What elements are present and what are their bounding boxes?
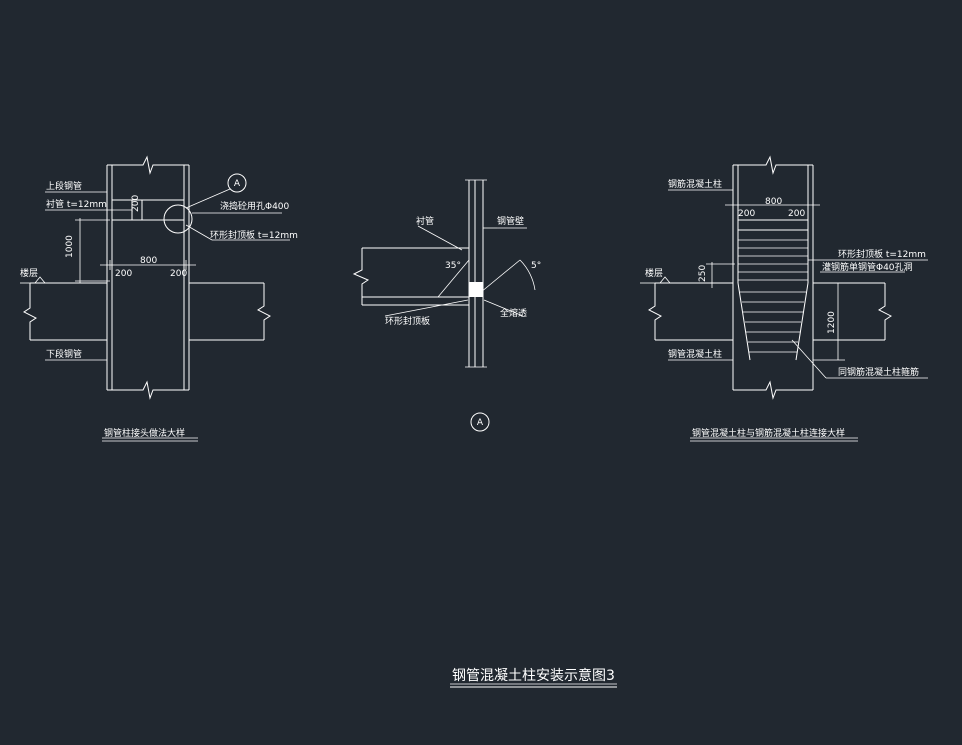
- label-floor-2: 楼层: [645, 267, 663, 279]
- detail-column-joint: 上段钢管 衬管 t=12mm 浇捣砼用孔Φ400 环形封顶板 t=12mm 楼层…: [20, 155, 298, 442]
- label-ring-plate-a: 环形封顶板: [385, 315, 430, 327]
- dim-800: 800: [140, 256, 157, 266]
- label-liner-pipe: 衬管 t=12mm: [46, 198, 107, 210]
- label-floor: 楼层: [20, 267, 38, 279]
- marker-a-callout: A: [234, 179, 241, 189]
- label-liner: 衬管: [416, 215, 434, 227]
- stirrup-set: [738, 239, 808, 353]
- label-rc-column: 钢筋混凝土柱: [668, 178, 722, 190]
- drawing-title: 钢管混凝土柱安装示意图3: [452, 667, 615, 684]
- detail-a-weld: 衬管 钢管壁 环形封顶板 全熔透 35° 5° A: [352, 179, 541, 432]
- dim-1200: 1200: [827, 311, 837, 334]
- label-pour-hole: 浇捣砼用孔Φ400: [220, 200, 290, 212]
- dim-250: 250: [698, 265, 708, 282]
- dim-200-right: 200: [170, 269, 187, 279]
- label-upper-pipe: 上段钢管: [46, 180, 82, 192]
- dim-800-2: 800: [765, 197, 782, 207]
- caption-column-joint: 钢管柱接头做法大样: [104, 427, 185, 439]
- label-ring-plate-2: 环形封顶板 t=12mm: [838, 248, 926, 260]
- label-grout-hole: 灌钢筋单钢管Φ40孔洞: [822, 261, 913, 273]
- label-ring-plate: 环形封顶板 t=12mm: [210, 229, 298, 241]
- dim-200-top: 200: [131, 195, 141, 212]
- caption-cft-rc-connection: 钢管混凝土柱与钢筋混凝土柱连接大样: [692, 427, 845, 439]
- dim-200-right-2: 200: [788, 209, 805, 219]
- label-steel-pipe: 钢管壁: [497, 215, 524, 227]
- detail-cft-rc-connection: 钢筋混凝土柱 200 800 200 环形封顶板 t=12mm 灌钢筋单钢管Φ4…: [640, 155, 928, 442]
- label-cft-column: 钢管混凝土柱: [668, 348, 722, 360]
- dim-200-left: 200: [115, 269, 132, 279]
- angle-35: 35°: [445, 261, 461, 271]
- dim-1000: 1000: [65, 235, 75, 258]
- angle-5: 5°: [531, 261, 541, 271]
- label-lower-pipe: 下段钢管: [46, 348, 82, 360]
- label-bottom-bars: 同钢筋混凝土柱箍筋: [838, 366, 919, 378]
- marker-a: A: [477, 418, 484, 428]
- drawing-title-block: 钢管混凝土柱安装示意图3: [450, 667, 617, 688]
- dim-200-left-2: 200: [738, 209, 755, 219]
- label-full-weld: 全熔透: [500, 307, 527, 319]
